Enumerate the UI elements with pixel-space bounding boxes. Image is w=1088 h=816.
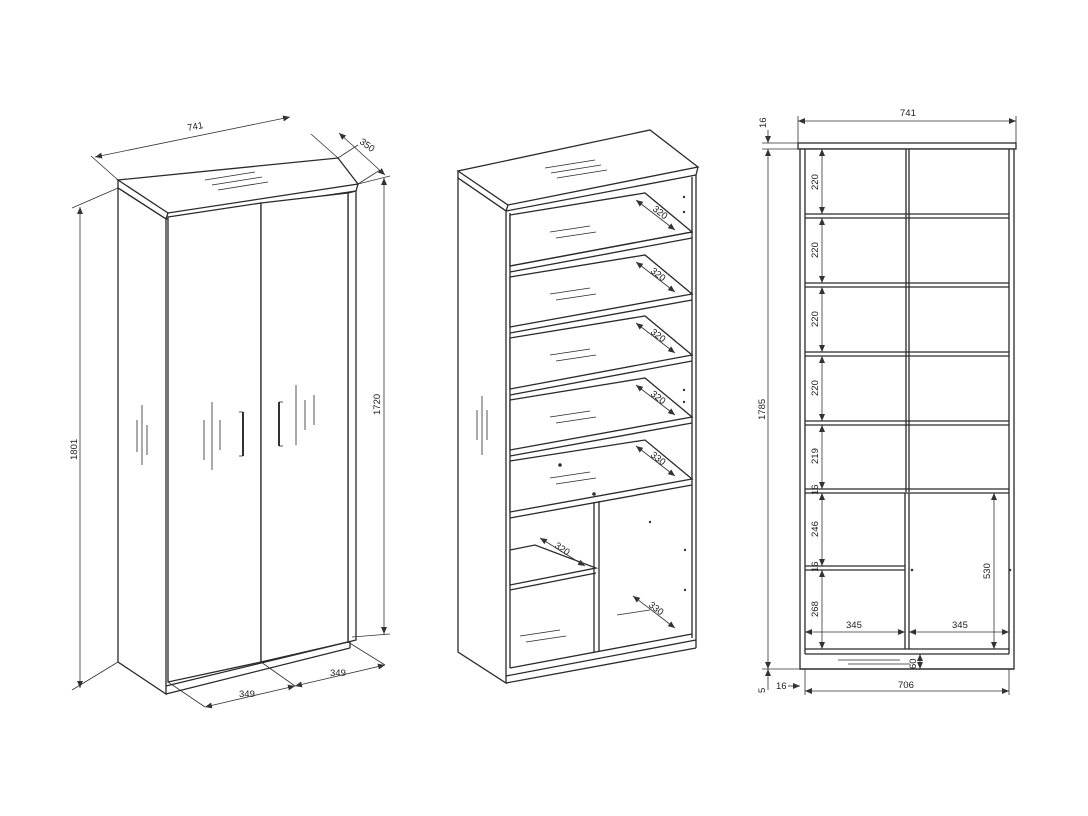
- dim-compartment-1: 220: [810, 174, 821, 190]
- closed-cabinet-view: 741 350 1801 1720 349 349: [69, 115, 391, 709]
- dim-lower-height: 530: [982, 563, 993, 579]
- open-shelves: [509, 192, 694, 652]
- dim-lower-width-right: 345: [952, 620, 968, 631]
- front-elevation-view: 741 16 1785 5 16 706 220 220 220 220: [757, 108, 1017, 695]
- dim-lower-width-left: 345: [846, 620, 862, 631]
- closed-right-side: [347, 190, 357, 643]
- dim-front-bottom-gap: 5: [757, 688, 768, 693]
- front-top-board: [797, 142, 1017, 150]
- dim-shelf-thickness-2: 16: [810, 561, 821, 572]
- open-top-face: [456, 129, 700, 206]
- dim-front-inner-width: 706: [898, 680, 914, 691]
- compartment-height-dims: 220 220 220 220 219 246 268: [810, 149, 825, 649]
- dim-door-right-width: 349: [330, 668, 346, 679]
- dim-front-top-thickness: 16: [758, 117, 769, 128]
- dim-compartment-2: 220: [810, 242, 821, 258]
- dim-closed-width: 741: [186, 120, 204, 134]
- closed-reflection-marks: [136, 385, 315, 470]
- dim-compartment-3: 220: [810, 311, 821, 327]
- dim-compartment-7: 268: [810, 601, 821, 617]
- door-left: [167, 202, 262, 683]
- dim-door-left-width: 349: [239, 689, 255, 700]
- dim-closed-height: 1801: [69, 439, 80, 460]
- dim-closed-side-height: 1720: [372, 394, 383, 415]
- door-right: [260, 192, 349, 663]
- open-cabinet-view: 320 320 320 320 330 320 330: [456, 129, 700, 685]
- dim-shelf-depth-7: 330: [646, 600, 665, 618]
- dim-front-width: 741: [900, 108, 916, 119]
- dim-front-height: 1785: [757, 399, 768, 420]
- dim-plinth-height: 60: [908, 658, 919, 669]
- dim-compartment-6: 246: [810, 521, 821, 537]
- dim-front-side-thickness: 16: [776, 681, 787, 692]
- front-body: [799, 148, 1015, 670]
- dim-shelf-thickness-1: 16: [810, 484, 821, 495]
- dim-compartment-4: 220: [810, 380, 821, 396]
- dim-compartment-5: 219: [810, 448, 821, 464]
